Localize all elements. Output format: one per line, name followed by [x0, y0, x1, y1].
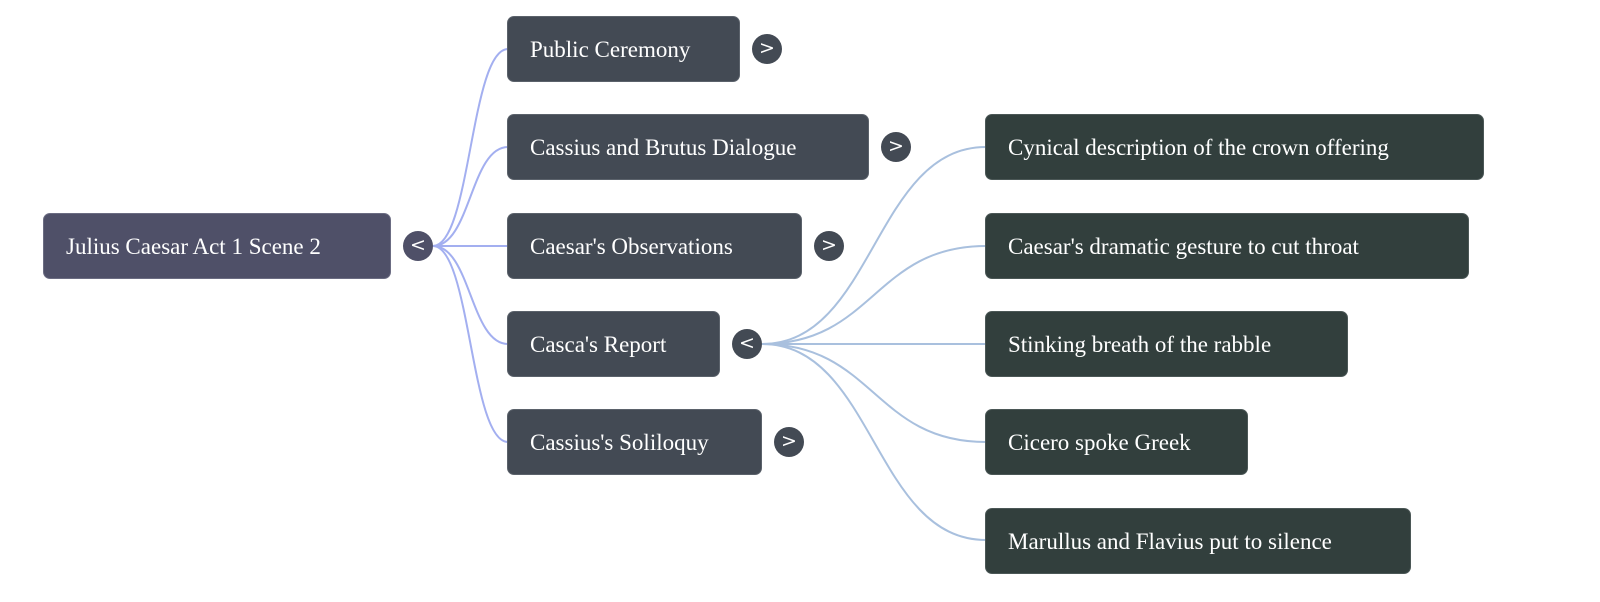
expand-toggle-icon-cassius-brutus-dialogue[interactable]: >	[881, 132, 911, 162]
root-collapse-toggle-icon[interactable]: <	[403, 231, 433, 261]
branch-label: Cassius's Soliloquy	[530, 430, 709, 455]
leaf-node-cicero-greek[interactable]: Cicero spoke Greek	[985, 409, 1248, 475]
leaf-node-crown-offering[interactable]: Cynical description of the crown offerin…	[985, 114, 1484, 180]
branch-label: Cassius and Brutus Dialogue	[530, 135, 797, 160]
connector-casca-to-marullus-flavius	[761, 343, 987, 541]
root-node-label: Julius Caesar Act 1 Scene 2	[66, 234, 321, 259]
branch-node-cascas-report[interactable]: Casca's Report	[507, 311, 720, 377]
expand-toggle-icon-caesars-observations[interactable]: >	[814, 231, 844, 261]
connector-root-to-public-ceremony	[432, 48, 509, 247]
root-node[interactable]: Julius Caesar Act 1 Scene 2	[43, 213, 391, 279]
branch-label: Public Ceremony	[530, 37, 691, 62]
branch-label: Caesar's Observations	[530, 234, 733, 259]
leaf-label: Stinking breath of the rabble	[1008, 332, 1272, 357]
connector-casca-to-crown-offering	[761, 146, 987, 345]
branch-node-caesars-observations[interactable]: Caesar's Observations	[507, 213, 802, 279]
branch-label: Casca's Report	[530, 332, 667, 357]
leaf-node-cut-throat[interactable]: Caesar's dramatic gesture to cut throat	[985, 213, 1469, 279]
expand-toggle-icon-cassius-soliloquy[interactable]: >	[774, 427, 804, 457]
expand-toggle-icon-public-ceremony[interactable]: >	[752, 34, 782, 64]
leaf-label: Cynical description of the crown offerin…	[1008, 135, 1389, 160]
branch-node-cassius-brutus-dialogue[interactable]: Cassius and Brutus Dialogue	[507, 114, 869, 180]
collapse-toggle-icon-cascas-report[interactable]: <	[732, 329, 762, 359]
leaf-node-marullus-flavius[interactable]: Marullus and Flavius put to silence	[985, 508, 1411, 574]
branch-node-public-ceremony[interactable]: Public Ceremony	[507, 16, 740, 82]
connector-root-to-cassius-brutus-dialogue	[432, 146, 509, 247]
connector-casca-to-cicero-greek	[761, 343, 987, 443]
connector-root-to-cassius-soliloquy	[432, 245, 509, 443]
connector-casca-to-cut-throat	[761, 245, 987, 345]
leaf-label: Marullus and Flavius put to silence	[1008, 529, 1332, 554]
leaf-label: Caesar's dramatic gesture to cut throat	[1008, 234, 1359, 259]
leaf-node-stinking-breath[interactable]: Stinking breath of the rabble	[985, 311, 1348, 377]
leaf-label: Cicero spoke Greek	[1008, 430, 1191, 455]
branch-node-cassius-soliloquy[interactable]: Cassius's Soliloquy	[507, 409, 762, 475]
connector-root-to-cascas-report	[432, 245, 509, 345]
